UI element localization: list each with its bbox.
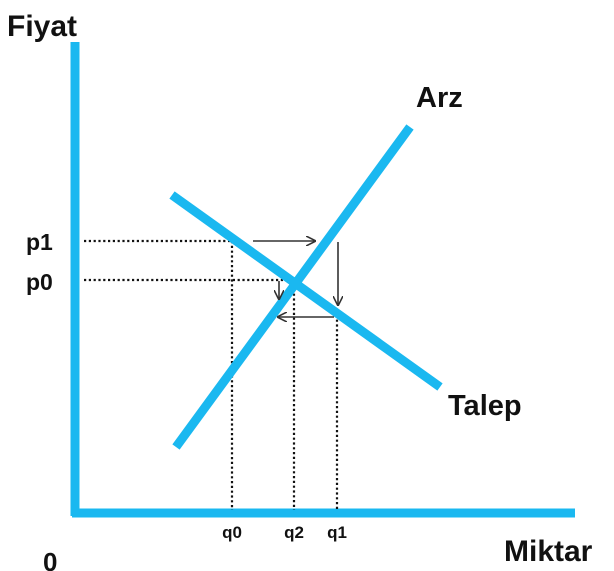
origin-label: 0 <box>43 547 57 571</box>
demand-curve <box>169 191 443 391</box>
price-label-p1: p1 <box>26 229 53 255</box>
adjustment-arrows <box>253 241 338 317</box>
x-axis-label: Miktar <box>504 535 593 568</box>
quantity-label-q2: q2 <box>284 523 304 542</box>
quantity-label-q0: q0 <box>222 523 242 542</box>
y-axis-label: Fiyat <box>7 10 77 43</box>
price-label-p0: p0 <box>26 269 53 295</box>
demand-label: Talep <box>448 390 522 422</box>
supply-label: Arz <box>416 82 463 114</box>
quantity-label-q1: q1 <box>327 523 347 542</box>
